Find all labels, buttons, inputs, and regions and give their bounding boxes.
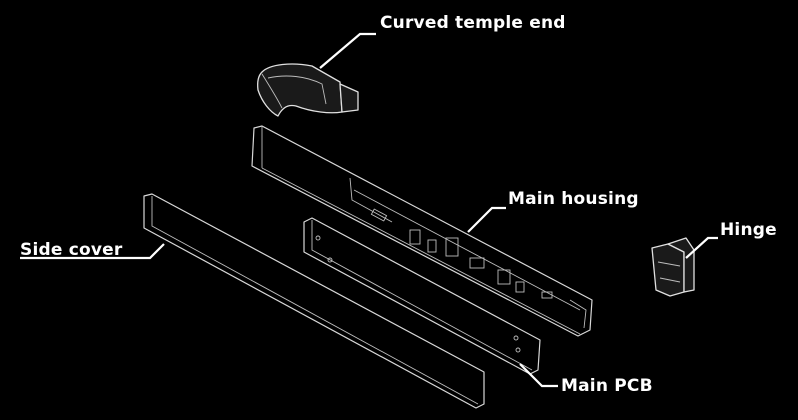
label-main-housing: Main housing — [508, 189, 639, 209]
leader-main-pcb — [519, 363, 558, 388]
curved-temple-end-part — [256, 63, 359, 117]
label-main-pcb: Main PCB — [561, 376, 653, 396]
leader-hinge — [685, 236, 718, 259]
main-pcb-part — [303, 217, 541, 375]
label-side-cover: Side cover — [20, 240, 123, 260]
leader-main-housing — [467, 206, 506, 233]
leader-curved-temple-end — [319, 32, 376, 69]
leader-side-cover — [20, 243, 165, 260]
hinge-part — [651, 237, 695, 297]
label-curved-temple-end: Curved temple end — [380, 13, 566, 33]
main-housing-part — [251, 125, 593, 337]
leader-lines — [20, 32, 718, 388]
label-hinge: Hinge — [720, 220, 777, 240]
side-cover-part — [143, 193, 485, 409]
